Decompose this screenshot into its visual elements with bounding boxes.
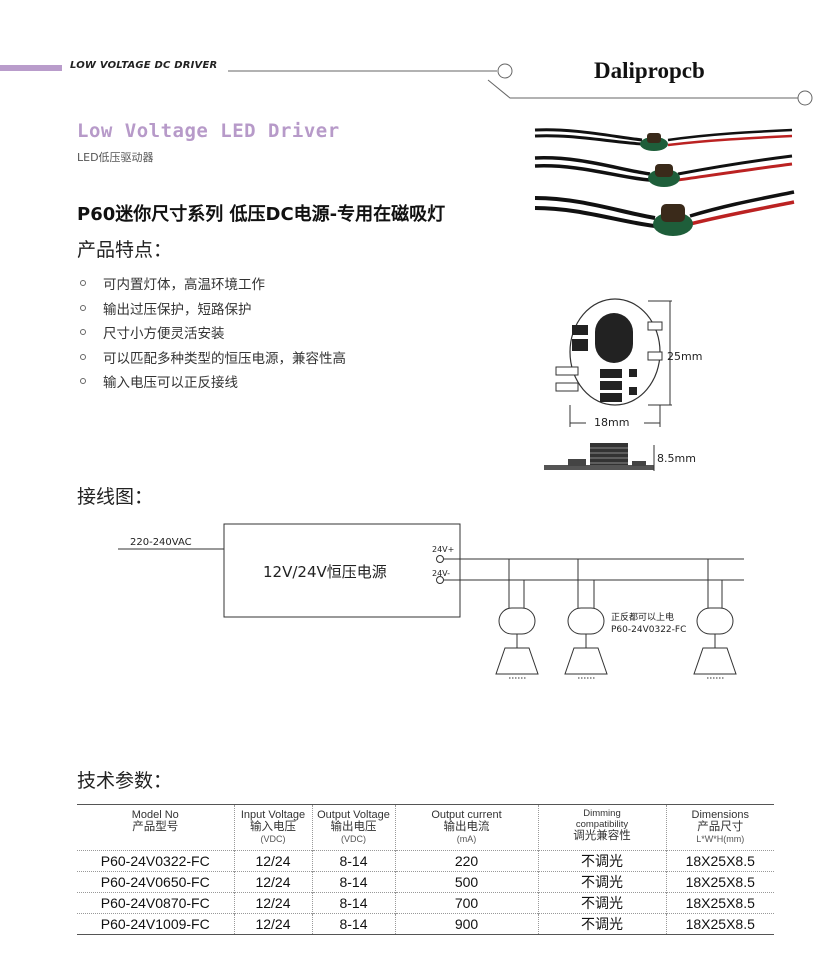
title-chinese: LED低压驱动器 bbox=[77, 151, 154, 164]
list-item: 输入电压可以正反接线 bbox=[77, 369, 346, 394]
list-item: 输出过压保护，短路保护 bbox=[77, 296, 346, 321]
product-photo bbox=[534, 128, 795, 236]
wiring-diagram: 220-240VAC 12V/24V恒压电源 24V+ 24V- 正反都可以上电… bbox=[118, 523, 744, 679]
board-dimension-drawing: 25mm 18mm 8.5mm bbox=[544, 298, 702, 471]
thickness-dimension: 8.5mm bbox=[657, 452, 696, 465]
title-english: Low Voltage LED Driver bbox=[77, 120, 340, 142]
lamp-icon bbox=[564, 559, 608, 679]
table-row: P60-24V0650-FC 12/24 8-14 500 不调光 18X25X… bbox=[77, 871, 774, 893]
bullet-icon bbox=[80, 353, 86, 360]
brand-name: Dalipropcb bbox=[594, 58, 705, 83]
list-item: 可内置灯体，高温环境工作 bbox=[77, 271, 346, 296]
params-title: 技术参数： bbox=[77, 770, 173, 792]
column-header-model: Model No 产品型号 bbox=[77, 804, 235, 851]
bullet-icon bbox=[80, 378, 86, 385]
column-header-output-current: Output current 输出电流 (mA) bbox=[395, 804, 539, 851]
positive-terminal-label: 24V+ bbox=[432, 545, 454, 554]
bullet-icon bbox=[80, 329, 86, 336]
table-row: P60-24V1009-FC 12/24 8-14 900 不调光 18X25X… bbox=[77, 913, 774, 935]
wiring-title: 接线图： bbox=[77, 486, 154, 508]
list-item: 尺寸小方便灵活安装 bbox=[77, 320, 346, 345]
header-lines bbox=[228, 63, 813, 106]
column-header-input-voltage: Input Voltage 输入电压 (VDC) bbox=[234, 804, 313, 851]
wiring-note-line2: P60-24V0322-FC bbox=[611, 625, 686, 635]
column-header-dimming: Dimming compatibility 调光兼容性 bbox=[538, 804, 667, 851]
table-row: P60-24V0870-FC 12/24 8-14 700 不调光 18X25X… bbox=[77, 892, 774, 914]
bullet-icon bbox=[80, 280, 86, 287]
features-title: 产品特点： bbox=[77, 239, 173, 261]
list-item: 可以匹配多种类型的恒压电源，兼容性高 bbox=[77, 345, 346, 370]
bullet-icon bbox=[80, 304, 86, 311]
table-row: P60-24V0322-FC 12/24 8-14 220 不调光 18X25X… bbox=[77, 850, 774, 872]
header-section-label: LOW VOLTAGE DC DRIVER bbox=[70, 60, 218, 71]
lamp-icon bbox=[495, 559, 539, 679]
features-list: 可内置灯体，高温环境工作 输出过压保护，短路保护 尺寸小方便灵活安装 可以匹配多… bbox=[77, 271, 346, 394]
column-header-dimensions: Dimensions 产品尺寸 L*W*H(mm) bbox=[666, 804, 774, 851]
column-header-output-voltage: Output Voltage 输出电压 (VDC) bbox=[312, 804, 396, 851]
lamp-icon bbox=[693, 559, 737, 679]
table-header-row: Model No 产品型号 Input Voltage 输入电压 (VDC) O… bbox=[77, 804, 774, 851]
width-dimension: 18mm bbox=[594, 416, 629, 429]
header-accent-bar bbox=[0, 65, 62, 71]
spec-table: Model No 产品型号 Input Voltage 输入电压 (VDC) O… bbox=[77, 804, 774, 935]
product-title: P60迷你尺寸系列 低压DC电源-专用在磁吸灯 bbox=[77, 204, 446, 225]
negative-terminal-label: 24V- bbox=[432, 569, 450, 578]
wiring-note-line1: 正反都可以上电 bbox=[611, 611, 674, 623]
psu-label: 12V/24V恒压电源 bbox=[263, 563, 387, 581]
input-voltage-label: 220-240VAC bbox=[130, 537, 192, 548]
height-dimension: 25mm bbox=[667, 350, 702, 363]
